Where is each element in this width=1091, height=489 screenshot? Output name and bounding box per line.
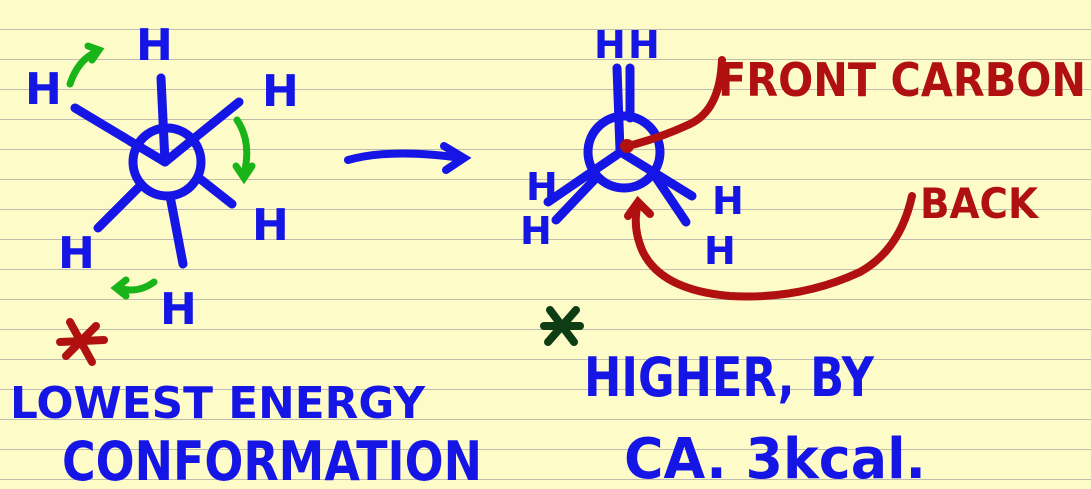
eclipsed-back-carbon-circle	[583, 111, 665, 193]
eclipsed-bond-up-a	[612, 63, 625, 155]
eclipsed-h-right-a: H	[712, 179, 744, 223]
eclipsed-h-top-b: H	[628, 23, 660, 67]
rotation-arrows	[66, 42, 256, 300]
rotation-arrow-right	[233, 116, 251, 178]
eclipsed-caption-line2: CA. 3kcal.	[624, 427, 926, 489]
staggered-h-bottom-left: H	[58, 228, 95, 279]
staggered-back-bond-down	[165, 191, 188, 269]
eclipsed-bond-right-b	[650, 171, 691, 227]
eclipsed-star-mark	[540, 306, 584, 346]
staggered-back-bond-lower-left	[93, 181, 145, 233]
staggered-caption-line2: CONFORMATION	[62, 430, 482, 489]
staggered-h-top-right: H	[262, 66, 299, 117]
eclipsed-bond-left-b	[551, 173, 601, 225]
back-carbon-pointer	[624, 192, 916, 301]
front-carbon-pointer	[624, 56, 726, 150]
eclipsed-h-left-b: H	[520, 209, 552, 253]
staggered-star-mark	[56, 318, 108, 366]
staggered-h-top-left: H	[25, 64, 62, 115]
reaction-arrow	[344, 142, 472, 174]
eclipsed-bond-left-a	[543, 149, 623, 207]
staggered-h-bottom: H	[160, 284, 197, 335]
staggered-newman	[70, 73, 244, 269]
eclipsed-h-top-a: H	[594, 23, 626, 67]
eclipsed-caption-line1: HIGHER, BY	[584, 346, 875, 409]
back-carbon-label: BACK	[920, 179, 1039, 228]
staggered-back-bond-lower-right	[194, 173, 237, 209]
eclipsed-newman	[543, 63, 697, 227]
staggered-h-top: H	[136, 20, 173, 71]
eclipsed-h-right-b: H	[704, 229, 736, 273]
staggered-front-bond-left	[70, 103, 170, 167]
eclipsed-h-left-a: H	[526, 165, 558, 209]
staggered-front-bond-up	[156, 73, 170, 167]
staggered-front-bond-right	[160, 97, 244, 167]
front-carbon-dot	[620, 139, 634, 153]
front-carbon-label: FRONT CARBON	[718, 53, 1086, 107]
staggered-h-right: H	[252, 200, 289, 251]
staggered-caption-line1: LOWEST ENERGY	[10, 378, 426, 429]
